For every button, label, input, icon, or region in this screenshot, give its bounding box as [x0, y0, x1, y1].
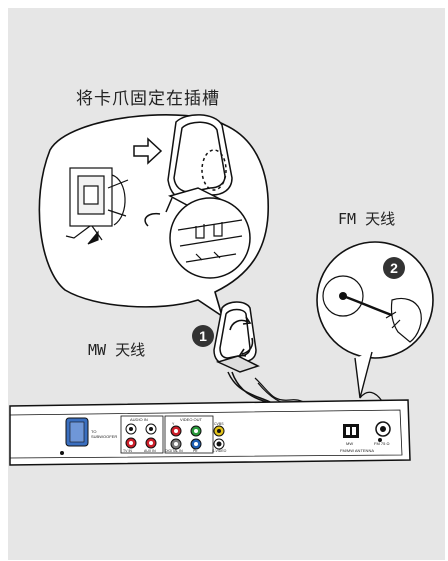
- svg-text:SUBWOOFER: SUBWOOFER: [91, 434, 117, 439]
- fm-antenna-label: FM 天线: [338, 210, 396, 228]
- svg-text:FM/MW ANTENNA: FM/MW ANTENNA: [340, 448, 374, 453]
- step-badge-1: 1: [192, 325, 214, 347]
- rotate-arrow-icon: [229, 316, 254, 357]
- rear-panel: TO SUBWOOFER AUDIO IN TV IN AUX IN VIDEO…: [9, 399, 411, 466]
- svg-text:1: 1: [199, 328, 207, 344]
- mw-antenna-label: MW 天线: [88, 341, 146, 359]
- rear-panel-closeup: [65, 167, 129, 245]
- svg-text:AUX IN: AUX IN: [144, 449, 156, 453]
- svg-text:Y: Y: [172, 422, 175, 426]
- svg-text:CVBS: CVBS: [214, 422, 224, 426]
- svg-text:2: 2: [390, 260, 398, 276]
- svg-text:Pb: Pb: [193, 449, 197, 453]
- mw-loop-antenna: [213, 301, 301, 416]
- fm-wire-bubble: [316, 241, 434, 399]
- antenna-terminals: MW FM 75 Ω FM/MW ANTENNA: [340, 421, 391, 453]
- svg-text:TO: TO: [91, 429, 96, 434]
- video-out-group: VIDEO OUT Y CVBS DIGITAL IN Pb S-VIDEO: [164, 415, 227, 454]
- step-badge-2: 2: [383, 257, 405, 279]
- svg-text:FM 75 Ω: FM 75 Ω: [374, 441, 389, 446]
- clip-instruction-bubble: [38, 114, 269, 318]
- audio-in-group: AUDIO IN TV IN AUX IN: [120, 415, 164, 454]
- svg-text:VIDEO OUT: VIDEO OUT: [180, 417, 203, 422]
- wire-hand-icon: [385, 297, 422, 343]
- svg-text:TV IN: TV IN: [123, 449, 132, 453]
- instruction-text: 将卡爪固定在插槽: [76, 89, 220, 109]
- svg-text:S-VIDEO: S-VIDEO: [212, 449, 227, 453]
- clip-detail-circle: [169, 197, 251, 279]
- svg-text:MW: MW: [346, 441, 353, 446]
- svg-text:AUDIO IN: AUDIO IN: [130, 417, 148, 422]
- right-arrow-icon: [133, 137, 163, 165]
- subwoofer-connector: TO SUBWOOFER: [65, 417, 117, 447]
- svg-text:DIGITAL IN: DIGITAL IN: [165, 449, 183, 453]
